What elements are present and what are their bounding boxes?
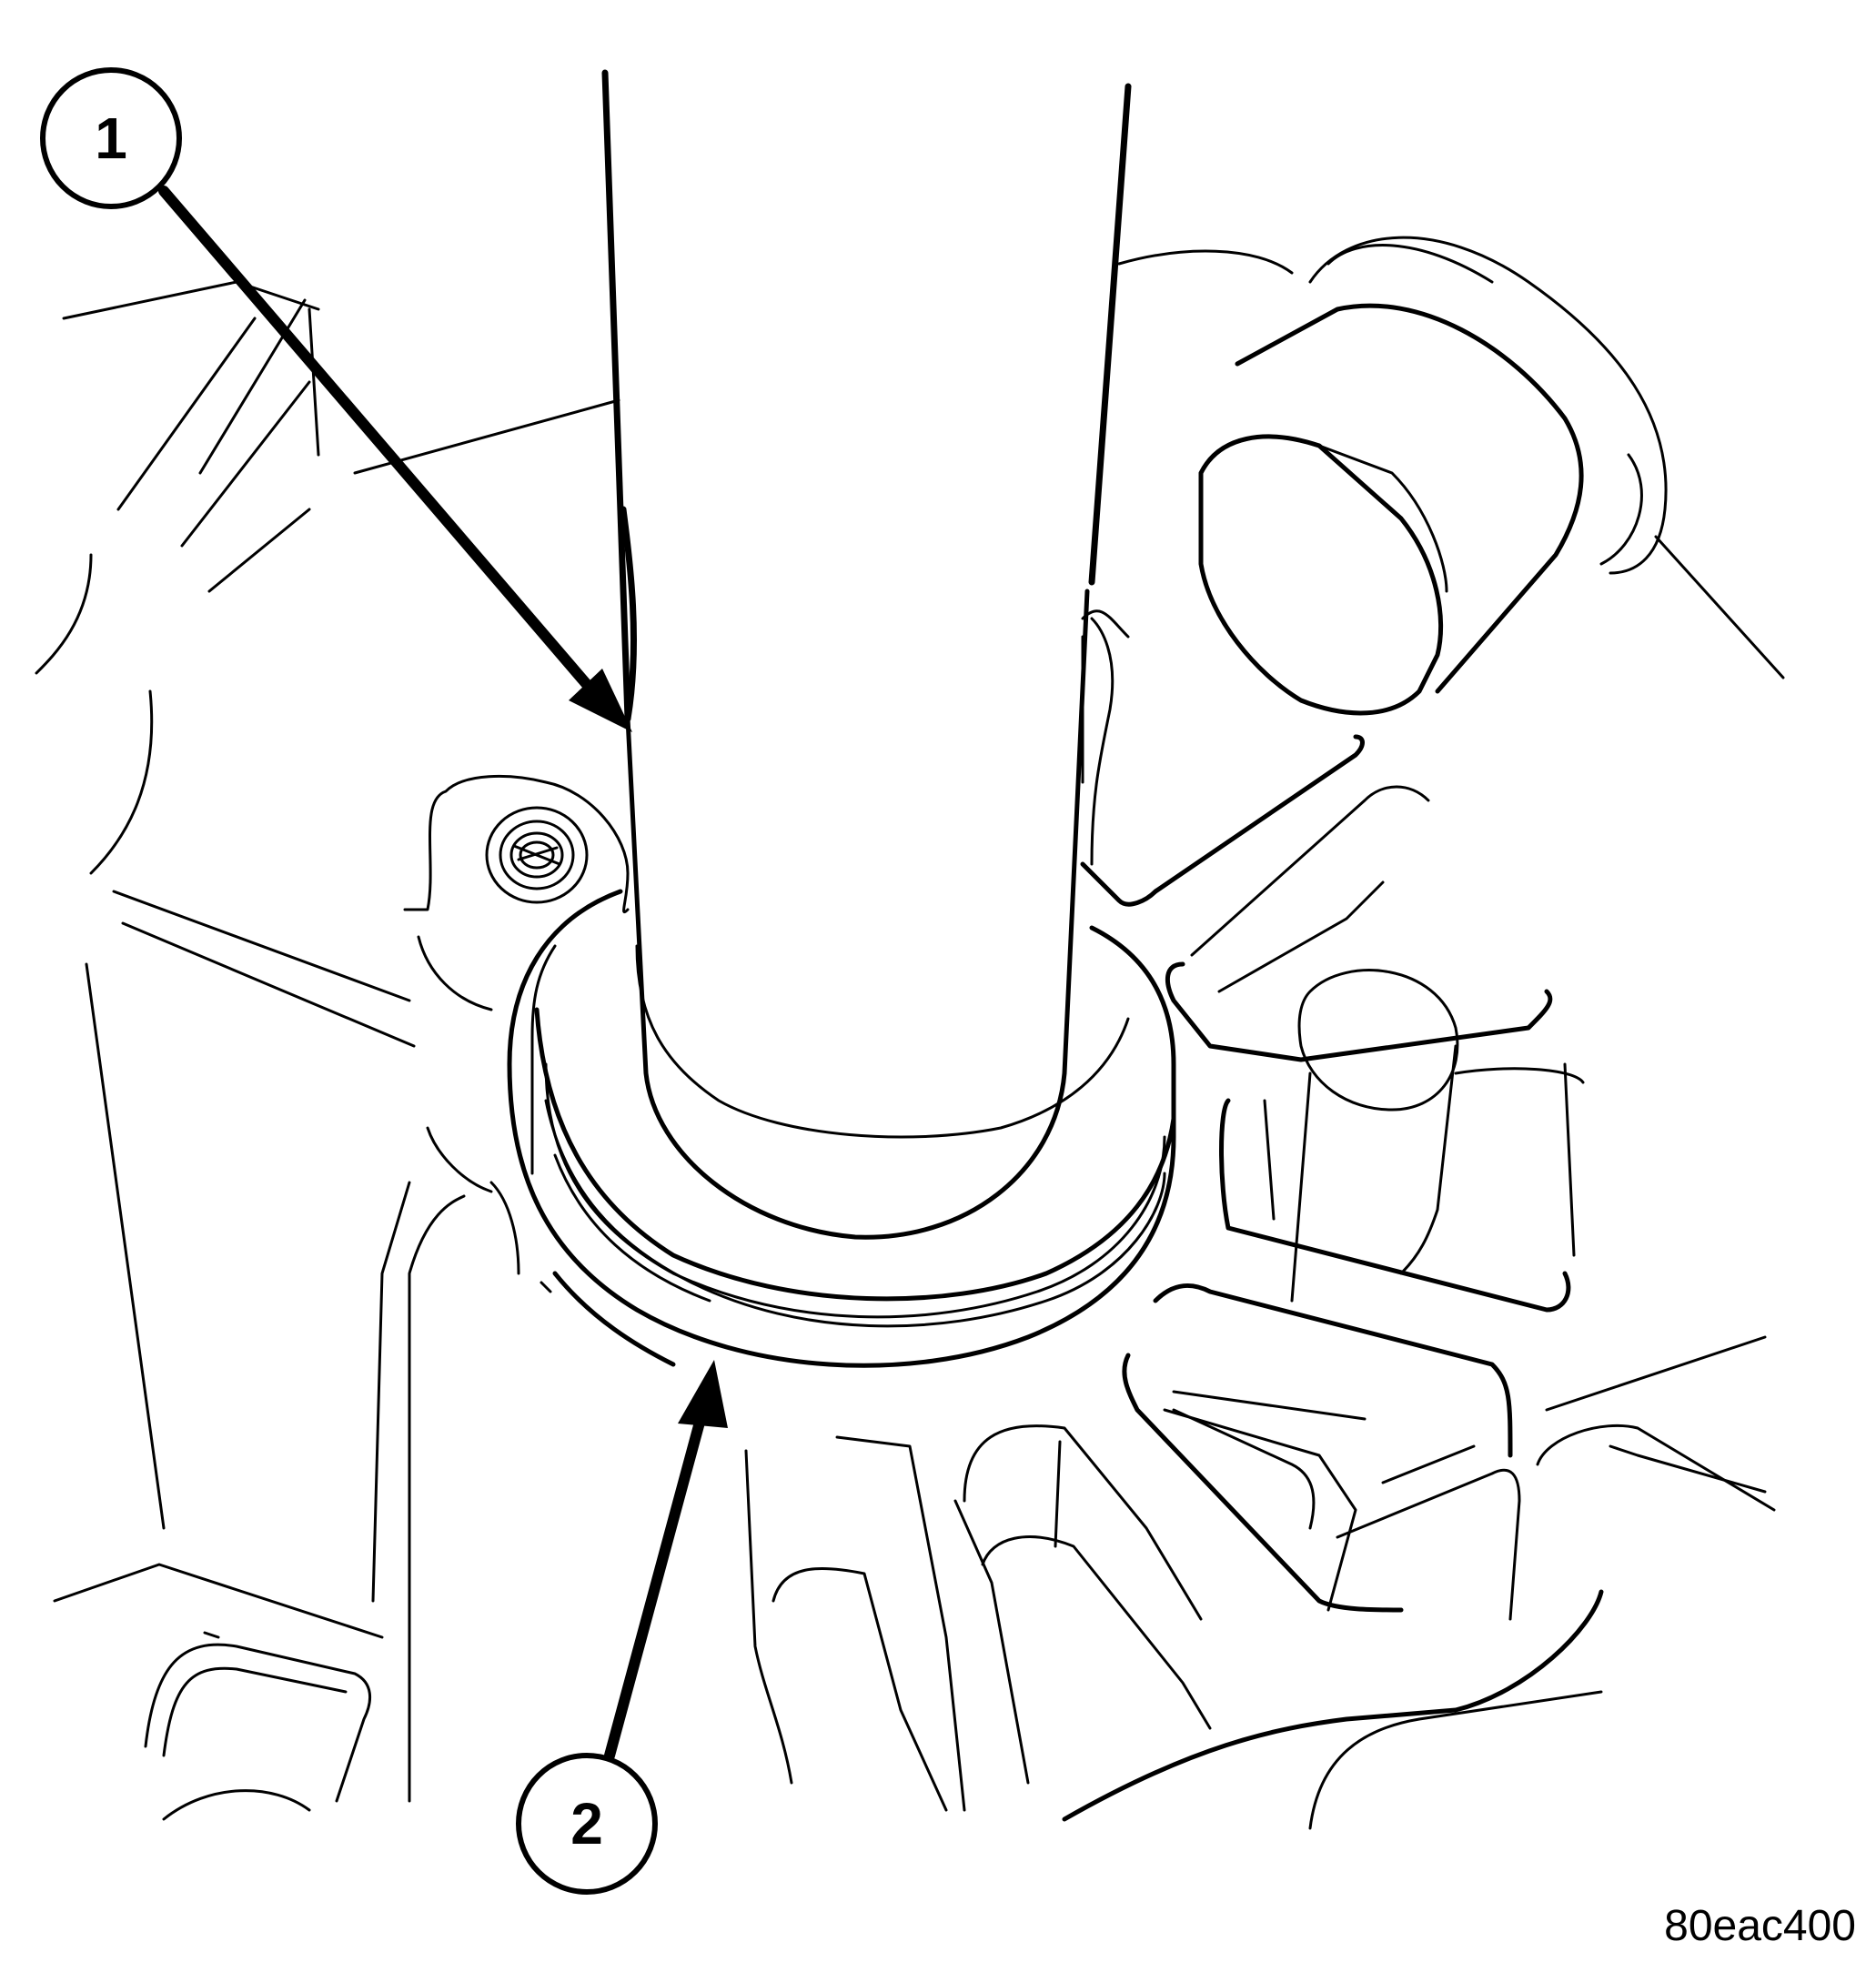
seal-assembly: [507, 889, 1176, 1368]
installer-tool: [601, 69, 1132, 1240]
bolt-boss: [403, 775, 630, 1011]
callout-2-label: 2: [570, 1791, 603, 1856]
round-post: [1290, 969, 1459, 1303]
callout-1: 1: [40, 67, 182, 209]
callout-1-leader: [158, 186, 632, 732]
callout-2: 2: [516, 1753, 658, 1895]
figure-id: 80eac400: [1664, 1902, 1856, 1950]
callout-1-label: 1: [95, 106, 127, 171]
transmission-case-background: [35, 249, 1785, 1830]
plug-cup: [1198, 236, 1668, 716]
callout-2-leader: [604, 1360, 728, 1761]
